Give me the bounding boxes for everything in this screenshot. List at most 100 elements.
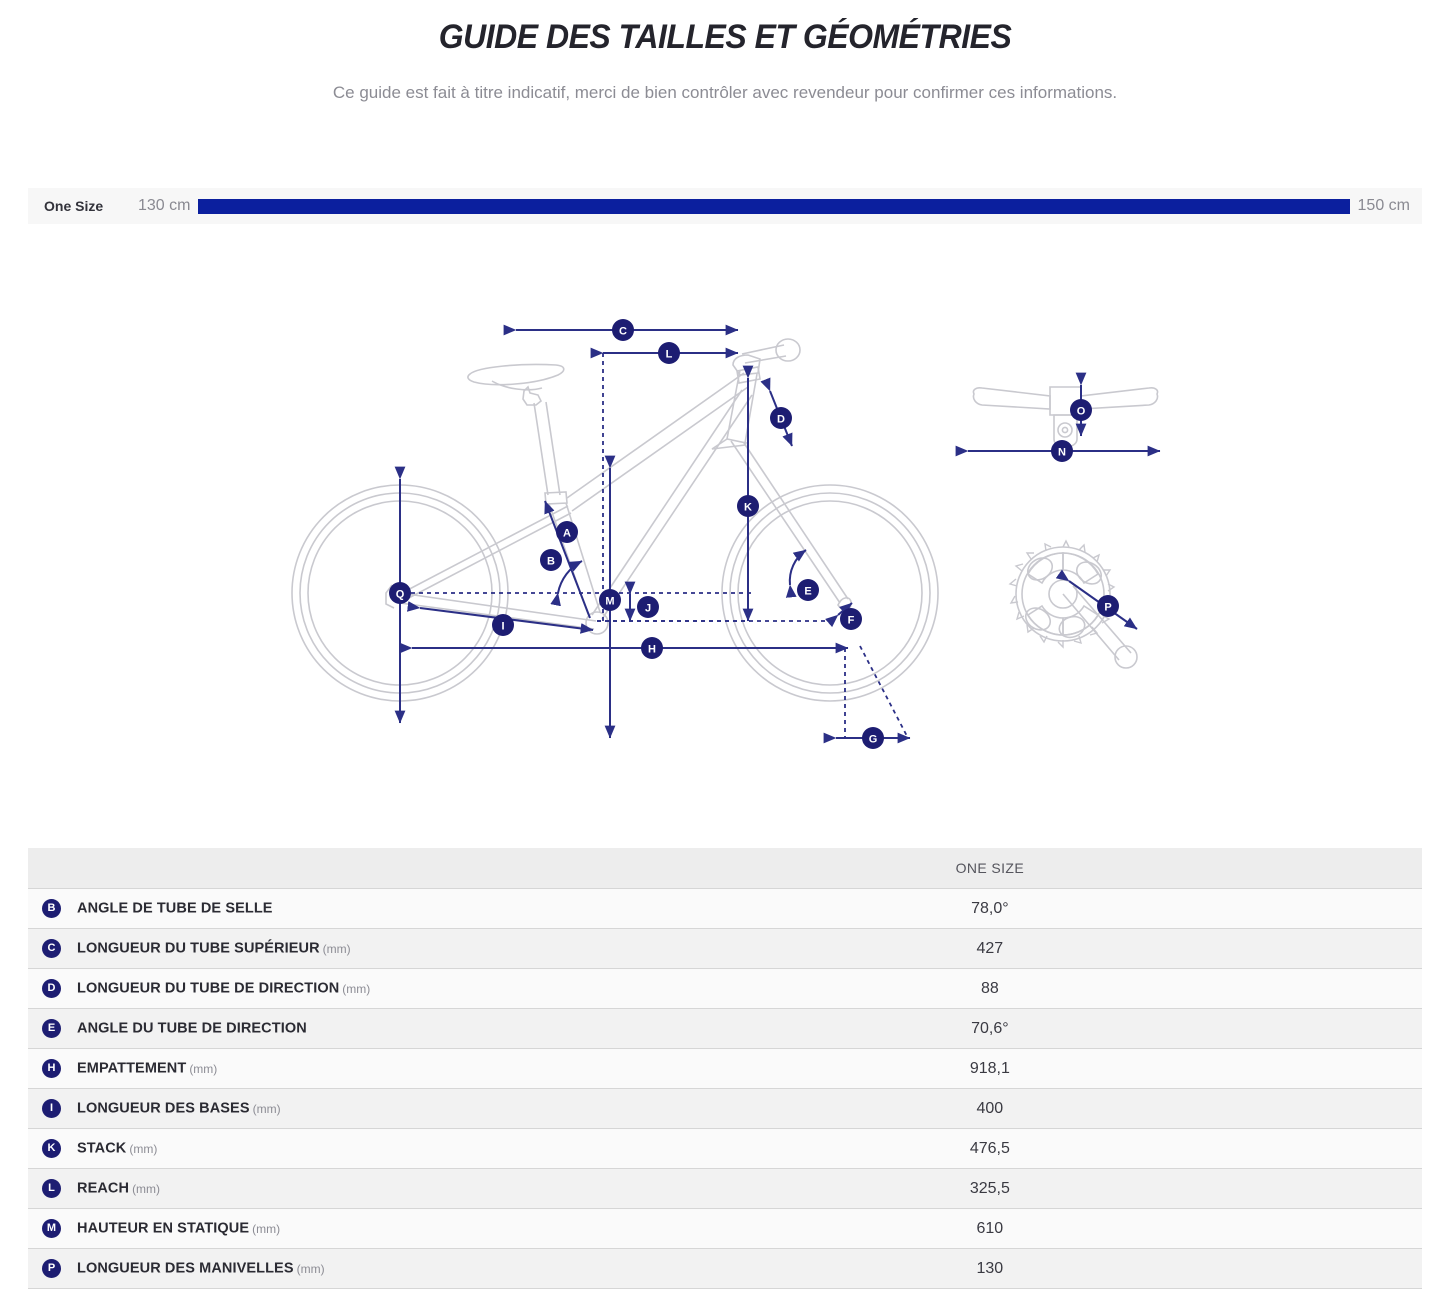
spec-unit: (mm) bbox=[342, 981, 371, 996]
pad-cell bbox=[1087, 1088, 1422, 1129]
marker-N: N bbox=[1051, 440, 1073, 462]
pad-cell bbox=[1087, 1008, 1422, 1049]
value-cell: 400 bbox=[892, 1088, 1088, 1129]
spec-badge-icon: H bbox=[42, 1059, 61, 1078]
svg-text:F: F bbox=[848, 615, 855, 627]
value-cell: 427 bbox=[892, 928, 1088, 969]
diagram-marker-badges: C L D M K A B Q bbox=[389, 319, 1119, 749]
spec-badge-icon: L bbox=[42, 1179, 61, 1198]
table-row: M HAUTEUR EN STATIQUE(mm) 610 bbox=[28, 1208, 1422, 1249]
spec-label: LONGUEUR DU TUBE DE DIRECTION bbox=[77, 980, 340, 997]
value-cell: 610 bbox=[892, 1208, 1088, 1249]
svg-text:A: A bbox=[563, 528, 571, 540]
table-row: D LONGUEUR DU TUBE DE DIRECTION(mm) 88 bbox=[28, 968, 1422, 1009]
table-header-row: ONE SIZE bbox=[28, 848, 1422, 889]
bike-outline bbox=[291, 338, 939, 702]
dim-arc-B bbox=[550, 560, 583, 607]
spec-cell: D LONGUEUR DU TUBE DE DIRECTION(mm) bbox=[28, 968, 893, 1009]
marker-Q: Q bbox=[389, 582, 411, 604]
svg-text:N: N bbox=[1058, 447, 1066, 459]
value-cell: 130 bbox=[892, 1248, 1088, 1289]
pad-cell bbox=[1087, 1128, 1422, 1169]
bike-geometry-diagram: C L D M K A B Q bbox=[0, 263, 1450, 808]
spec-badge-icon: C bbox=[42, 939, 61, 958]
marker-K: K bbox=[737, 495, 759, 517]
svg-text:C: C bbox=[619, 326, 627, 338]
size-min-label: 130 cm bbox=[138, 197, 191, 214]
svg-text:P: P bbox=[1104, 602, 1111, 614]
pad-cell bbox=[1087, 1168, 1422, 1209]
spec-label: ANGLE DE TUBE DE SELLE bbox=[77, 900, 273, 917]
marker-E: E bbox=[797, 579, 819, 601]
spec-badge-icon: P bbox=[42, 1259, 61, 1278]
column-header-spec bbox=[28, 848, 893, 889]
dim-line-F bbox=[825, 602, 853, 628]
svg-text:Q: Q bbox=[396, 589, 405, 601]
svg-text:E: E bbox=[804, 586, 811, 598]
spec-label: LONGUEUR DES MANIVELLES bbox=[77, 1260, 294, 1277]
pad-cell bbox=[1087, 1048, 1422, 1089]
marker-L: L bbox=[658, 342, 680, 364]
spec-badge-icon: I bbox=[42, 1099, 61, 1118]
value-cell: 78,0° bbox=[892, 888, 1088, 929]
svg-text:D: D bbox=[777, 414, 785, 426]
size-max-label: 150 cm bbox=[1357, 197, 1410, 214]
dim-line-A bbox=[544, 500, 591, 619]
marker-D: D bbox=[770, 407, 792, 429]
spec-cell: E ANGLE DU TUBE DE DIRECTION bbox=[28, 1008, 893, 1049]
marker-I: I bbox=[492, 614, 514, 636]
spec-label: REACH bbox=[77, 1180, 130, 1197]
spec-badge-icon: K bbox=[42, 1139, 61, 1158]
handlebar-outline bbox=[972, 386, 1159, 448]
spec-label: HAUTEUR EN STATIQUE bbox=[77, 1220, 250, 1237]
marker-H: H bbox=[641, 637, 663, 659]
marker-B: B bbox=[540, 549, 562, 571]
spec-badge-icon: E bbox=[42, 1019, 61, 1038]
svg-text:M: M bbox=[605, 596, 614, 608]
column-header-pad bbox=[1087, 848, 1422, 889]
marker-C: C bbox=[612, 319, 634, 341]
page-title: GUIDE DES TAILLES ET GÉOMÉTRIES bbox=[438, 18, 1012, 56]
spec-unit: (mm) bbox=[252, 1221, 281, 1236]
spec-unit: (mm) bbox=[189, 1061, 218, 1076]
spec-cell: M HAUTEUR EN STATIQUE(mm) bbox=[28, 1208, 893, 1249]
svg-text:L: L bbox=[666, 349, 673, 361]
size-range-track bbox=[198, 198, 1350, 214]
spec-label: ANGLE DU TUBE DE DIRECTION bbox=[77, 1020, 307, 1037]
column-header-size: ONE SIZE bbox=[892, 848, 1088, 889]
pad-cell bbox=[1087, 968, 1422, 1009]
spec-label: EMPATTEMENT bbox=[77, 1060, 187, 1077]
spec-cell: B ANGLE DE TUBE DE SELLE bbox=[28, 888, 893, 929]
spec-badge-icon: M bbox=[42, 1219, 61, 1238]
value-cell: 88 bbox=[892, 968, 1088, 1009]
pad-cell bbox=[1087, 1208, 1422, 1249]
dim-arc-E bbox=[785, 549, 807, 598]
size-range-band: One Size 130 cm 150 cm bbox=[28, 188, 1422, 224]
svg-text:K: K bbox=[744, 502, 752, 514]
svg-text:H: H bbox=[648, 644, 656, 656]
svg-text:B: B bbox=[547, 556, 555, 568]
spec-unit: (mm) bbox=[252, 1101, 281, 1116]
table-row: B ANGLE DE TUBE DE SELLE 78,0° bbox=[28, 888, 1422, 929]
marker-F: F bbox=[840, 608, 862, 630]
svg-text:I: I bbox=[501, 621, 504, 633]
spec-badge-icon: B bbox=[42, 899, 61, 918]
page-subtitle: Ce guide est fait à titre indicatif, mer… bbox=[332, 83, 1118, 102]
svg-text:O: O bbox=[1077, 406, 1086, 418]
svg-text:J: J bbox=[645, 603, 651, 615]
spec-badge-icon: D bbox=[42, 979, 61, 998]
marker-O: O bbox=[1070, 399, 1092, 421]
marker-A: A bbox=[556, 521, 578, 543]
